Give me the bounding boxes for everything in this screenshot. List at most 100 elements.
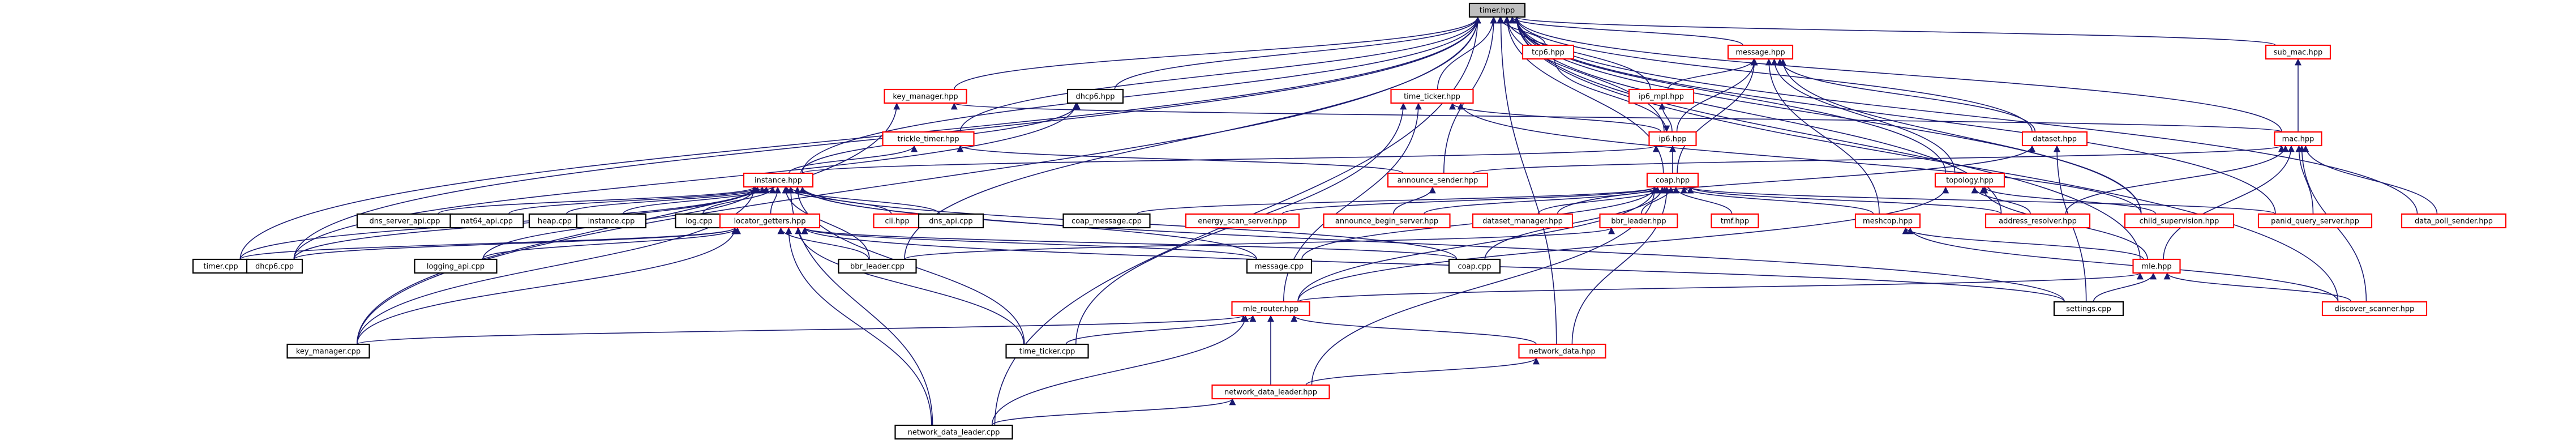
node-label: timer.hpp <box>1480 7 1515 15</box>
node-label: bbr_leader.hpp <box>1611 217 1666 226</box>
node-box <box>2021 131 2088 147</box>
node-nat64-api-cpp[interactable]: nat64_api.cpp <box>449 213 524 229</box>
node-dhcp6-hpp[interactable]: dhcp6.hpp <box>1066 88 1124 104</box>
node-network-data-leader-cpp[interactable]: network_data_leader.cpp <box>894 424 1013 440</box>
node-announce-begin-server-hpp[interactable]: announce_begin_server.hpp <box>1323 213 1451 229</box>
node-box <box>719 213 821 229</box>
node-label: heap.cpp <box>538 217 572 226</box>
node-message-cpp[interactable]: message.cpp <box>1246 258 1313 274</box>
node-cli-hpp[interactable]: cli.hpp <box>873 213 921 229</box>
node-ip6-hpp[interactable]: ip6.hpp <box>1648 131 1697 147</box>
node-log-cpp[interactable]: log.cpp <box>675 213 723 229</box>
node-network-data-leader-hpp[interactable]: network_data_leader.hpp <box>1211 384 1330 400</box>
edge-ip6-hpp-to-message-hpp <box>1676 58 1758 133</box>
node-instance-cpp[interactable]: instance.cpp <box>576 213 647 229</box>
node-label: coap.hpp <box>1656 177 1690 185</box>
edge-mle-hpp-to-meshcop-hpp <box>1902 227 2144 260</box>
node-label: network_data.hpp <box>1529 348 1595 356</box>
node-timer-hpp[interactable]: timer.hpp <box>1468 2 1526 18</box>
node-box <box>2053 301 2124 317</box>
node-data-poll-sender-hpp[interactable]: data_poll_sender.hpp <box>2401 213 2507 229</box>
edge-meshcop-hpp-to-message-hpp <box>1765 58 1880 215</box>
node-key-manager-hpp[interactable]: key_manager.hpp <box>884 88 967 104</box>
node-tcp6-hpp[interactable]: tcp6.hpp <box>1521 44 1575 60</box>
edge-mle-router-hpp-to-mle-hpp <box>1297 272 2144 302</box>
node-tmf-hpp[interactable]: tmf.hpp <box>1711 213 1759 229</box>
node-mac-hpp[interactable]: mac.hpp <box>2274 131 2322 147</box>
edge-network-data-leader-cpp-to-locator-getters-hpp <box>785 227 932 426</box>
node-dns-api-cpp[interactable]: dns_api.cpp <box>918 213 984 229</box>
node-coap-message-cpp[interactable]: coap_message.cpp <box>1062 213 1151 229</box>
node-box <box>1390 88 1474 104</box>
node-ip6-mpl-hpp[interactable]: ip6_mpl.hpp <box>1628 88 1695 104</box>
node-meshcop-hpp[interactable]: meshcop.hpp <box>1854 213 1921 229</box>
node-dhcp6-cpp[interactable]: dhcp6.cpp <box>246 258 303 274</box>
edge-time-ticker-hpp-to-timer-hpp <box>1437 16 1497 90</box>
node-bbr-leader-hpp[interactable]: bbr_leader.hpp <box>1599 213 1678 229</box>
edge-dhcp6-cpp-to-dhcp6-hpp <box>293 103 1079 260</box>
node-label: dhcp6.hpp <box>1075 93 1115 101</box>
node-box <box>1323 213 1451 229</box>
node-box <box>882 131 975 147</box>
node-message-hpp[interactable]: message.hpp <box>1727 44 1794 60</box>
node-time-ticker-hpp[interactable]: time_ticker.hpp <box>1390 88 1474 104</box>
node-coap-cpp[interactable]: coap.cpp <box>1448 258 1501 274</box>
node-box <box>2265 44 2331 60</box>
node-box <box>2401 213 2507 229</box>
edge-settings-cpp-to-locator-getters-hpp <box>801 227 2065 302</box>
node-box <box>1211 384 1330 400</box>
node-box <box>838 258 917 274</box>
node-label: announce_begin_server.hpp <box>1335 217 1438 226</box>
edge-coap-message-cpp-to-coap-hpp <box>1136 186 1658 215</box>
node-sub-mac-hpp[interactable]: sub_mac.hpp <box>2265 44 2331 60</box>
node-network-data-hpp[interactable]: network_data.hpp <box>1518 343 1606 359</box>
node-label: ip6.hpp <box>1658 135 1686 144</box>
node-dataset-manager-hpp[interactable]: dataset_manager.hpp <box>1472 213 1574 229</box>
node-mle-router-hpp[interactable]: mle_router.hpp <box>1231 301 1310 317</box>
nodes-layer: timer.hpp tcp6.hpp message.hpp sub_mac.hppk… <box>192 2 2507 440</box>
node-locator-getters-hpp[interactable]: locator_getters.hpp <box>719 213 821 229</box>
node-box <box>1711 213 1759 229</box>
edge-panid-query-server-hpp-to-timer-hpp <box>1513 16 2276 215</box>
edge-child-supervision-hpp-to-timer-hpp <box>1513 16 2142 215</box>
node-address-resolver-hpp[interactable]: address_resolver.hpp <box>1984 213 2091 229</box>
edge-network-data-leader-cpp-to-mle-router-hpp <box>991 315 1249 426</box>
node-heap-cpp[interactable]: heap.cpp <box>528 213 581 229</box>
node-mle-hpp[interactable]: mle.hpp <box>2132 258 2181 274</box>
node-key-manager-cpp[interactable]: key_manager.cpp <box>286 343 370 359</box>
node-label: instance.hpp <box>755 177 802 185</box>
node-logging-api-cpp[interactable]: logging_api.cpp <box>414 258 498 274</box>
node-energy-scan-server-hpp[interactable]: energy_scan_server.hpp <box>1185 213 1300 229</box>
node-box <box>1472 213 1574 229</box>
node-discover-scanner-hpp[interactable]: discover_scanner.hpp <box>2321 301 2428 317</box>
node-announce-sender-hpp[interactable]: announce_sender.hpp <box>1387 172 1489 188</box>
node-dns-server-api-cpp[interactable]: dns_server_api.cpp <box>356 213 453 229</box>
node-panid-query-server-hpp[interactable]: panid_query_server.hpp <box>2257 213 2373 229</box>
edge-child-supervision-hpp-to-message-hpp <box>1779 58 2142 215</box>
node-box <box>1934 172 2005 188</box>
node-label: log.cpp <box>685 217 713 226</box>
node-label: dns_api.cpp <box>929 217 972 226</box>
node-box <box>894 424 1013 440</box>
edge-dataset-manager-hpp-to-dataset-hpp <box>1557 145 2035 215</box>
edge-sub-mac-hpp-to-timer-hpp <box>1513 16 2276 46</box>
node-timer-cpp[interactable]: timer.cpp <box>192 258 250 274</box>
edge-timer-cpp-to-timer-hpp <box>239 16 1481 260</box>
node-box <box>528 213 581 229</box>
edge-dataset-hpp-to-message-hpp <box>1776 58 2036 133</box>
node-box <box>918 213 984 229</box>
node-box <box>1854 213 1921 229</box>
node-bbr-leader-cpp[interactable]: bbr_leader.cpp <box>838 258 917 274</box>
node-trickle-timer-hpp[interactable]: trickle_timer.hpp <box>882 131 975 147</box>
node-label: announce_sender.hpp <box>1398 177 1478 185</box>
edge-dns-api-cpp-to-instance-hpp <box>787 186 940 215</box>
node-dataset-hpp[interactable]: dataset.hpp <box>2021 131 2088 147</box>
node-topology-hpp[interactable]: topology.hpp <box>1934 172 2005 188</box>
node-label: nat64_api.cpp <box>461 217 513 226</box>
node-child-supervision-hpp[interactable]: child_supervision.hpp <box>2124 213 2235 229</box>
node-settings-cpp[interactable]: settings.cpp <box>2053 301 2124 317</box>
node-coap-hpp[interactable]: coap.hpp <box>1646 172 1699 188</box>
node-time-ticker-cpp[interactable]: time_ticker.cpp <box>1005 343 1089 359</box>
edge-logging-api-cpp-to-locator-getters-hpp <box>482 227 741 260</box>
node-instance-hpp[interactable]: instance.hpp <box>743 172 814 188</box>
